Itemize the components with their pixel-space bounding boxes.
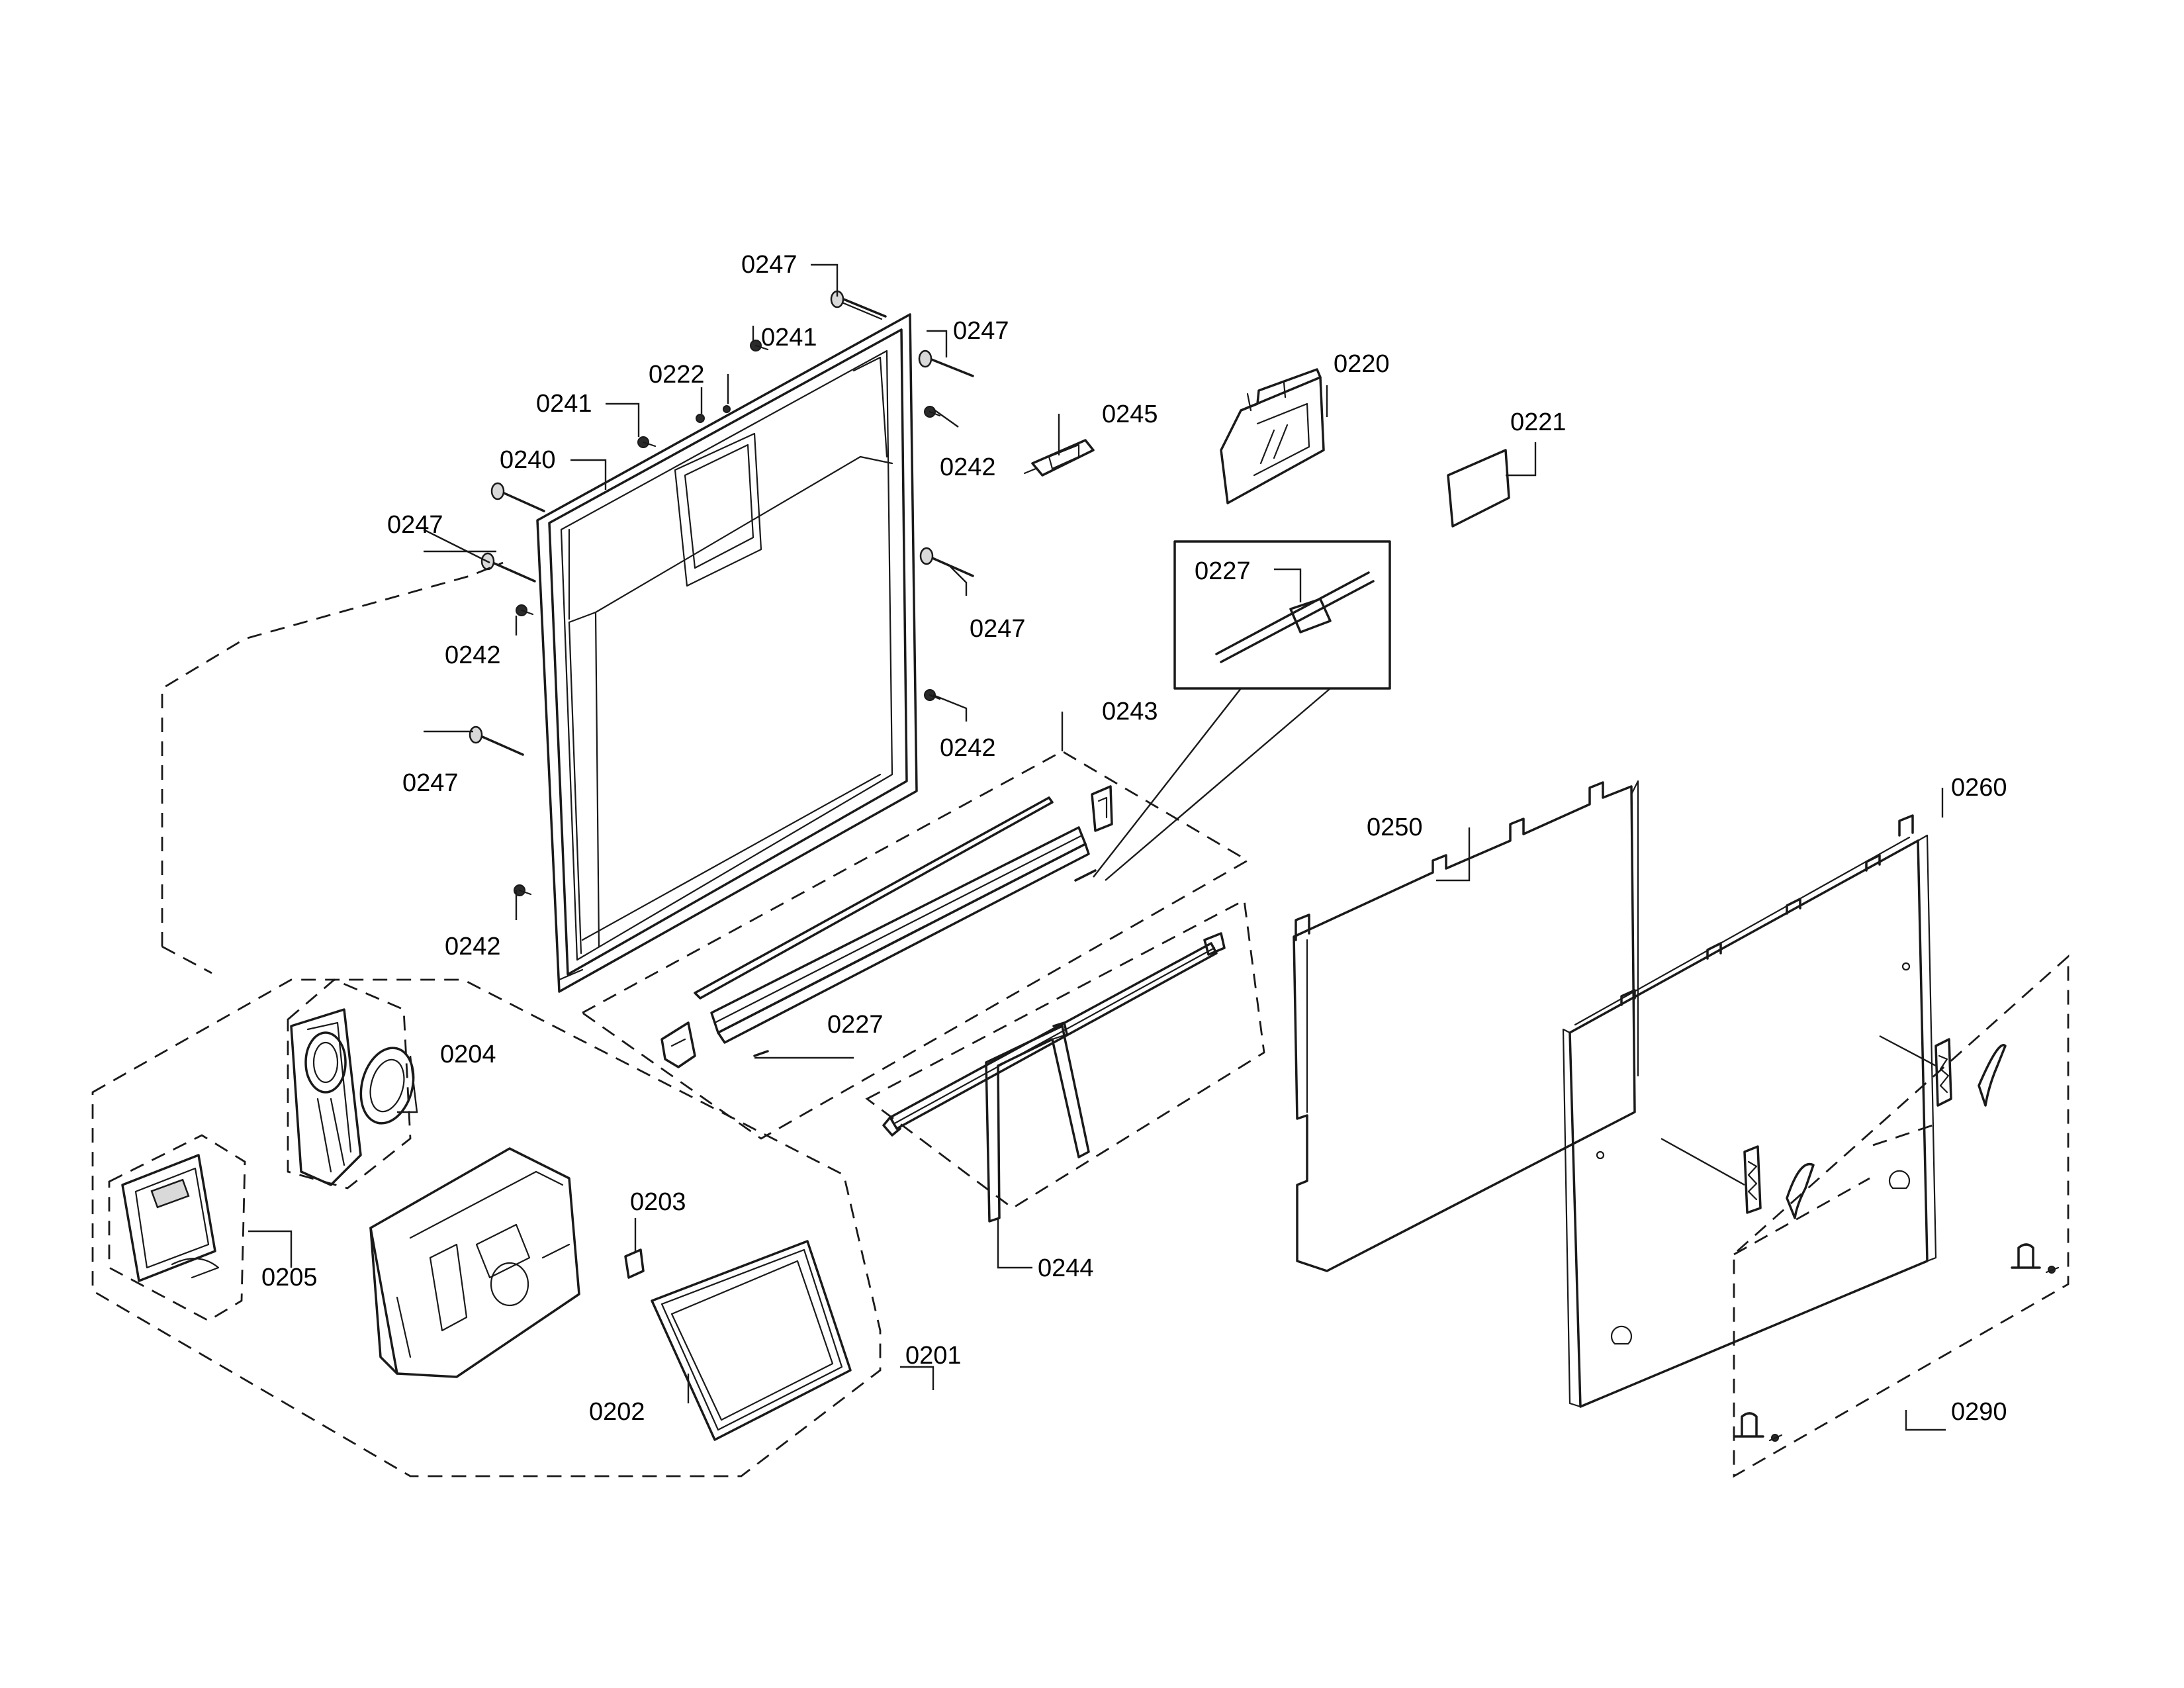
callout-0290: 0290 — [1951, 1398, 2007, 1426]
callout-0227-lower: 0227 — [827, 1011, 884, 1039]
callout-0242-topright: 0242 — [940, 453, 996, 481]
inset-detail-0227 — [1093, 540, 1391, 881]
front-panel-0260 — [1562, 814, 1937, 1408]
callout-0247-top: 0247 — [741, 251, 797, 279]
outer-sheet-0250 — [1293, 780, 1639, 1272]
callout-0260: 0260 — [1951, 774, 2007, 802]
callout-0227-inset: 0227 — [1195, 557, 1251, 585]
callout-0247-right: 0247 — [970, 615, 1026, 643]
callout-0243: 0243 — [1102, 698, 1158, 726]
handle-0220 — [1220, 368, 1325, 504]
controller-0205 — [108, 1134, 246, 1322]
callout-0222: 0222 — [649, 361, 705, 389]
callout-0203: 0203 — [630, 1188, 686, 1216]
clip-0203 — [624, 1248, 645, 1279]
door-inner-panel — [536, 313, 918, 993]
leader-lines — [248, 263, 1946, 1431]
callout-0204: 0204 — [440, 1041, 496, 1068]
screw-0247-left1 — [490, 482, 545, 512]
callout-0240: 0240 — [500, 446, 556, 474]
callout-0201: 0201 — [905, 1342, 962, 1370]
callout-0245: 0245 — [1102, 400, 1158, 428]
callout-0250: 0250 — [1367, 814, 1423, 841]
callout-0205: 0205 — [261, 1264, 318, 1291]
rail-assembly-0243 — [580, 750, 1250, 1140]
bracket-kit-0290 — [1661, 954, 2070, 1478]
callout-0242-left1: 0242 — [445, 641, 501, 669]
callout-0247-topright: 0247 — [953, 317, 1009, 345]
callout-0247-left1: 0247 — [387, 511, 443, 539]
callout-0242-right: 0242 — [940, 734, 996, 762]
panel-assembly-0201 — [91, 561, 882, 1477]
label-0221 — [1447, 449, 1510, 528]
screw-0247-left3 — [469, 726, 524, 756]
screw-0247-top — [830, 290, 887, 320]
light-seal-0204 — [287, 978, 415, 1190]
screw-0247-right — [919, 547, 974, 577]
callout-0247-left2: 0247 — [402, 769, 459, 797]
callout-0220: 0220 — [1334, 350, 1390, 378]
screw-0247-topright — [918, 350, 974, 377]
callout-0221: 0221 — [1510, 408, 1567, 436]
callout-labels: 0247 0241 0247 0222 0241 0240 0242 0245 … — [261, 251, 2007, 1426]
small-screws — [514, 340, 941, 896]
callout-0241-left: 0241 — [536, 390, 592, 418]
display-frame-0202 — [651, 1240, 852, 1441]
callout-0202: 0202 — [589, 1398, 645, 1426]
control-module — [369, 1147, 580, 1378]
callout-0242-left2: 0242 — [445, 933, 501, 961]
hinge-0245 — [1023, 439, 1095, 477]
screw-0247-left2 — [480, 552, 536, 583]
callout-0244: 0244 — [1038, 1254, 1094, 1282]
callout-0241-top: 0241 — [761, 324, 817, 352]
rail-bracket-0244 — [865, 898, 1265, 1223]
